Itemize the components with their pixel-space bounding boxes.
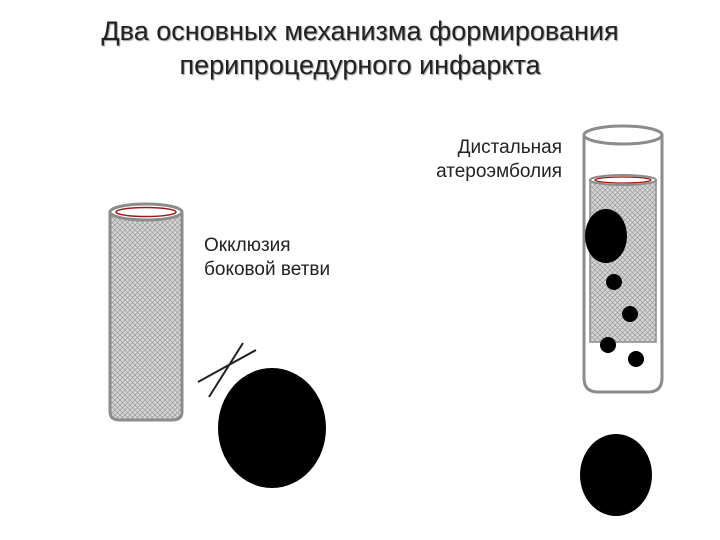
left-vessel-top-rim (108, 202, 184, 222)
side-branch-occlusion-label: Окклюзия боковой ветви (204, 234, 384, 282)
embolus-small-1 (606, 274, 622, 290)
side-branch-plaque (218, 368, 326, 488)
title-line-2: перипроцедурного инфаркта (179, 50, 541, 80)
left-vessel-inner-rim (115, 206, 177, 218)
slide-title: Два основных механизма формирования пери… (0, 14, 720, 82)
distal-label-line-2: атероэмболия (436, 161, 562, 182)
left-vessel-body (108, 212, 184, 422)
occlusion-line-diagonal (208, 342, 244, 398)
title-line-1: Два основных механизма формирования (101, 16, 619, 46)
distal-plaque (580, 434, 652, 516)
embolus-small-2 (622, 306, 638, 322)
occlusion-line-horizontal (197, 349, 257, 383)
distal-label-line-1: Дистальная (457, 137, 562, 158)
embolus-small-3 (600, 337, 616, 353)
occlusion-label-line-2: боковой ветви (204, 259, 331, 280)
emboli-group (580, 209, 652, 516)
occlusion-label-line-1: Окклюзия (204, 235, 291, 256)
distal-atheroembolism-label: Дистальная атероэмболия (392, 136, 562, 184)
left-stented-vessel (108, 202, 184, 422)
embolus-small-4 (628, 351, 644, 367)
right-vessel-top-rim (582, 124, 664, 146)
right-stent-inner-rim (594, 176, 652, 184)
embolus-large (585, 209, 627, 263)
side-branch-occlusion-mark (197, 342, 257, 398)
